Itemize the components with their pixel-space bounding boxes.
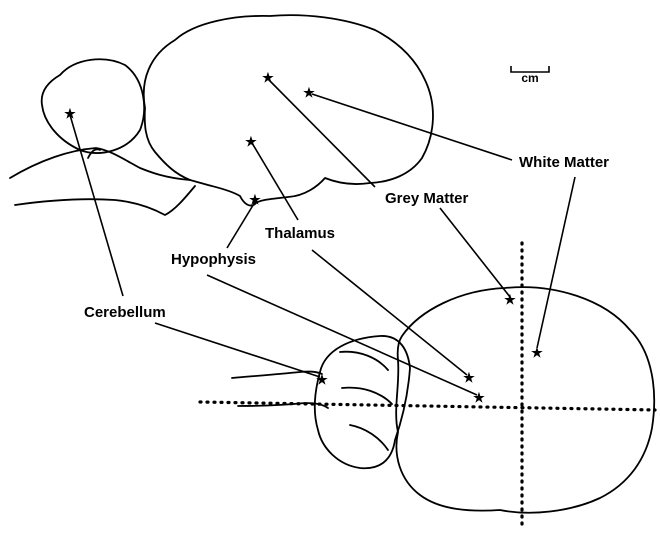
- sagittal-cerebellum-outline: [40, 58, 146, 154]
- scale-bar-unit: cm: [521, 71, 538, 85]
- star-marker-icon: ★: [504, 292, 516, 307]
- star-marker-icon: ★: [303, 85, 315, 100]
- star-marker-icon: ★: [531, 345, 543, 360]
- label-cerebellum: Cerebellum: [84, 304, 166, 321]
- star-marker-icon: ★: [262, 70, 274, 85]
- leader-grey-matter-sagittal: [267, 78, 376, 188]
- scale-bar: cm: [510, 66, 550, 85]
- axial-cut-line-horizontal: [198, 400, 657, 412]
- star-marker-icon: ★: [473, 390, 485, 405]
- star-marker-icon: ★: [316, 372, 328, 387]
- sagittal-pons-outline: [87, 148, 101, 159]
- star-marker-icon: ★: [245, 134, 257, 149]
- leader-hypophysis-sagittal: [226, 201, 256, 249]
- axial-brainstem-outline: [231, 370, 323, 379]
- leader-cerebellum-sagittal: [69, 114, 124, 297]
- label-grey-matter: Grey Matter: [385, 190, 469, 207]
- axial-fold-3: [349, 424, 389, 451]
- leader-white-matter-axial: [536, 176, 576, 349]
- structure-labels: White Matter Grey Matter Thalamus Hypoph…: [84, 154, 609, 321]
- label-thalamus: Thalamus: [265, 225, 335, 242]
- axial-cerebellum-outline: [313, 335, 411, 470]
- leader-white-matter-sagittal: [311, 93, 513, 161]
- axial-brain: [198, 241, 657, 530]
- star-marker-icon: ★: [463, 370, 475, 385]
- sagittal-brainstem-outline: [9, 147, 191, 181]
- leader-hypophysis-axial: [206, 274, 478, 396]
- sagittal-spinal-cord-outline: [14, 185, 196, 216]
- star-marker-icon: ★: [249, 192, 261, 207]
- label-white-matter: White Matter: [519, 154, 609, 171]
- leader-thalamus-sagittal: [251, 142, 299, 221]
- leader-lines: [69, 78, 576, 396]
- leader-thalamus-axial: [311, 249, 468, 376]
- sagittal-cerebrum-outline: [142, 14, 434, 207]
- label-hypophysis: Hypophysis: [171, 251, 256, 268]
- star-marker-icon: ★: [64, 106, 76, 121]
- leader-grey-matter-axial: [439, 207, 511, 298]
- axial-fold-1: [339, 350, 389, 371]
- scale-bar-line: [510, 66, 550, 73]
- star-markers: ★ ★ ★ ★ ★ ★ ★ ★ ★ ★: [64, 70, 543, 405]
- leader-cerebellum-axial: [154, 322, 321, 378]
- axial-fold-2: [341, 386, 393, 405]
- axial-cerebrum-outline: [395, 286, 656, 514]
